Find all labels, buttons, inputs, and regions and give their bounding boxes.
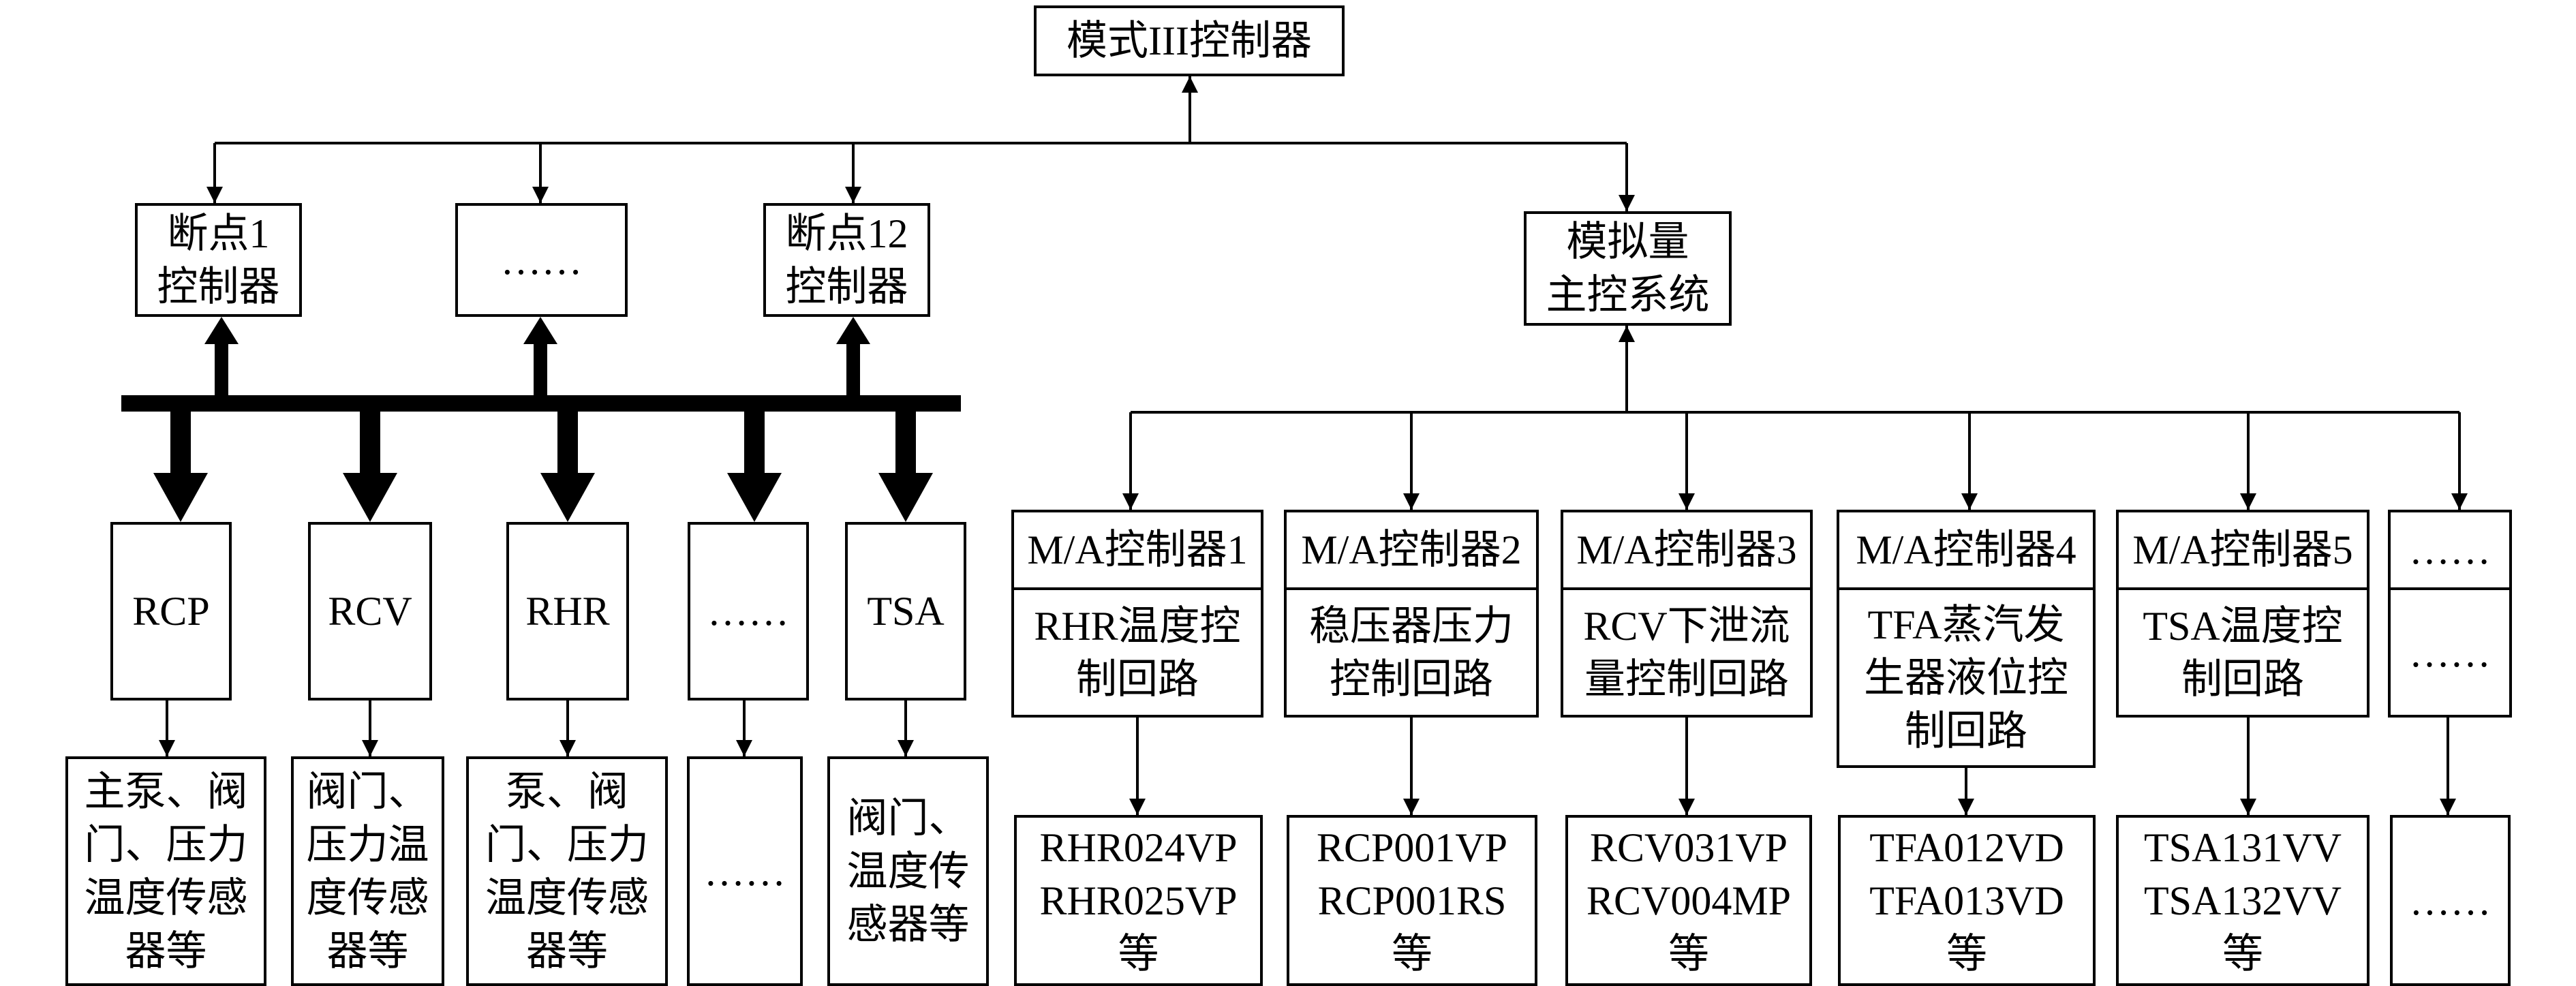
analog-master-box: 模拟量 主控系统 [1524,211,1732,326]
ma-controller-title-label: …… [2409,527,2491,572]
breakpoint-controller-box: 断点12 控制器 [763,203,930,317]
ma-controller-title-label: M/A控制器5 [2132,527,2353,572]
device-label: 阀门、 温度传 感器等 [846,795,970,947]
ma-controller-title: M/A控制器2 [1284,510,1539,590]
subsystem-label: RCP [132,589,210,634]
subsystem-box: …… [688,522,809,700]
ma-control-loop: 稳压器压力 控制回路 [1284,587,1539,718]
subsystem-label: …… [707,589,789,634]
signal-label: RHR024VP RHR025VP 等 [1039,825,1238,976]
ma-control-loop: TSA温度控 制回路 [2116,587,2370,718]
signal-box: …… [2390,815,2511,986]
signal-label: …… [2409,878,2491,923]
ma-control-loop-label: TSA温度控 制回路 [2143,603,2343,702]
subsystem-box: TSA [845,522,966,700]
ma-controller-title-label: M/A控制器4 [1856,527,2076,572]
subsystem-label: RHR [525,589,610,634]
ma-controller-title: M/A控制器1 [1011,510,1263,590]
device-label: 主泵、阀 门、压力 温度传感 器等 [84,769,248,974]
subsystem-box: RCV [308,522,432,700]
signal-box: TFA012VD TFA013VD 等 [1838,815,2096,986]
subsystem-label: RCV [328,589,412,634]
breakpoint-controller-box: 断点1 控制器 [135,203,302,317]
breakpoint-controller-label: 断点12 控制器 [785,211,908,309]
ma-controller-title: M/A控制器3 [1561,510,1813,590]
top-controller-box: 模式III控制器 [1034,5,1345,76]
device-box: …… [687,756,803,986]
ma-controller-title: …… [2388,510,2512,590]
subsystem-box: RHR [506,522,629,700]
analog-master-label: 模拟量 主控系统 [1546,219,1710,318]
signal-box: RCV031VP RCV004MP 等 [1565,815,1812,986]
ma-controller-title-label: M/A控制器1 [1027,527,1248,572]
signal-label: TFA012VD TFA013VD 等 [1869,825,2064,976]
ma-control-loop-label: TFA蒸汽发 生器液位控 制回路 [1864,602,2068,754]
signal-box: RCP001VP RCP001RS 等 [1287,815,1537,986]
ma-control-loop: TFA蒸汽发 生器液位控 制回路 [1837,587,2096,768]
ma-control-loop-label: RCV下泄流 量控制回路 [1583,603,1790,702]
ma-control-loop-label: RHR温度控 制回路 [1034,603,1241,702]
top-controller-label: 模式III控制器 [1067,18,1312,63]
signal-box: TSA131VV TSA132VV 等 [2116,815,2370,986]
ma-controller-title: M/A控制器4 [1837,510,2096,590]
ma-control-loop-label: …… [2409,630,2491,675]
arrows-to-ma-controllers [1122,412,2468,510]
ma-controller-title-label: M/A控制器3 [1576,527,1797,572]
ma-controller-title: M/A控制器5 [2116,510,2370,590]
bus-down-arrows [153,412,933,522]
ma-control-loop: RCV下泄流 量控制回路 [1561,587,1813,718]
signal-box: RHR024VP RHR025VP 等 [1014,815,1263,986]
device-label: …… [704,848,786,894]
bus-up-arrows [204,317,870,395]
ma-controller-title-label: M/A控制器2 [1301,527,1522,572]
subsystem-box: RCP [110,522,232,700]
ma-control-loop-label: 稳压器压力 控制回路 [1309,603,1514,702]
arrows-to-signals [1129,718,2456,815]
subsystem-label: TSA [867,589,945,634]
bidirectional-arrows [159,684,914,756]
signal-label: TSA131VV TSA132VV 等 [2143,825,2342,976]
device-box: 阀门、 压力温 度传感 器等 [291,756,444,986]
ma-control-loop: …… [2388,587,2512,718]
fieldbus-bar [121,395,961,412]
breakpoint-controller-label: 断点1 控制器 [157,211,280,309]
signal-label: RCV031VP RCV004MP 等 [1586,825,1792,976]
device-box: 主泵、阀 门、压力 温度传感 器等 [65,756,266,986]
device-label: 阀门、 压力温 度传感 器等 [306,769,429,974]
breakpoint-controller-label: …… [500,237,583,283]
signal-label: RCP001VP RCP001RS 等 [1316,825,1508,976]
device-label: 泵、阀 门、压力 温度传感 器等 [485,769,649,974]
ma-control-loop: RHR温度控 制回路 [1011,587,1263,718]
device-box: 泵、阀 门、压力 温度传感 器等 [466,756,668,986]
breakpoint-controller-box: …… [455,203,628,317]
device-box: 阀门、 温度传 感器等 [827,756,989,986]
